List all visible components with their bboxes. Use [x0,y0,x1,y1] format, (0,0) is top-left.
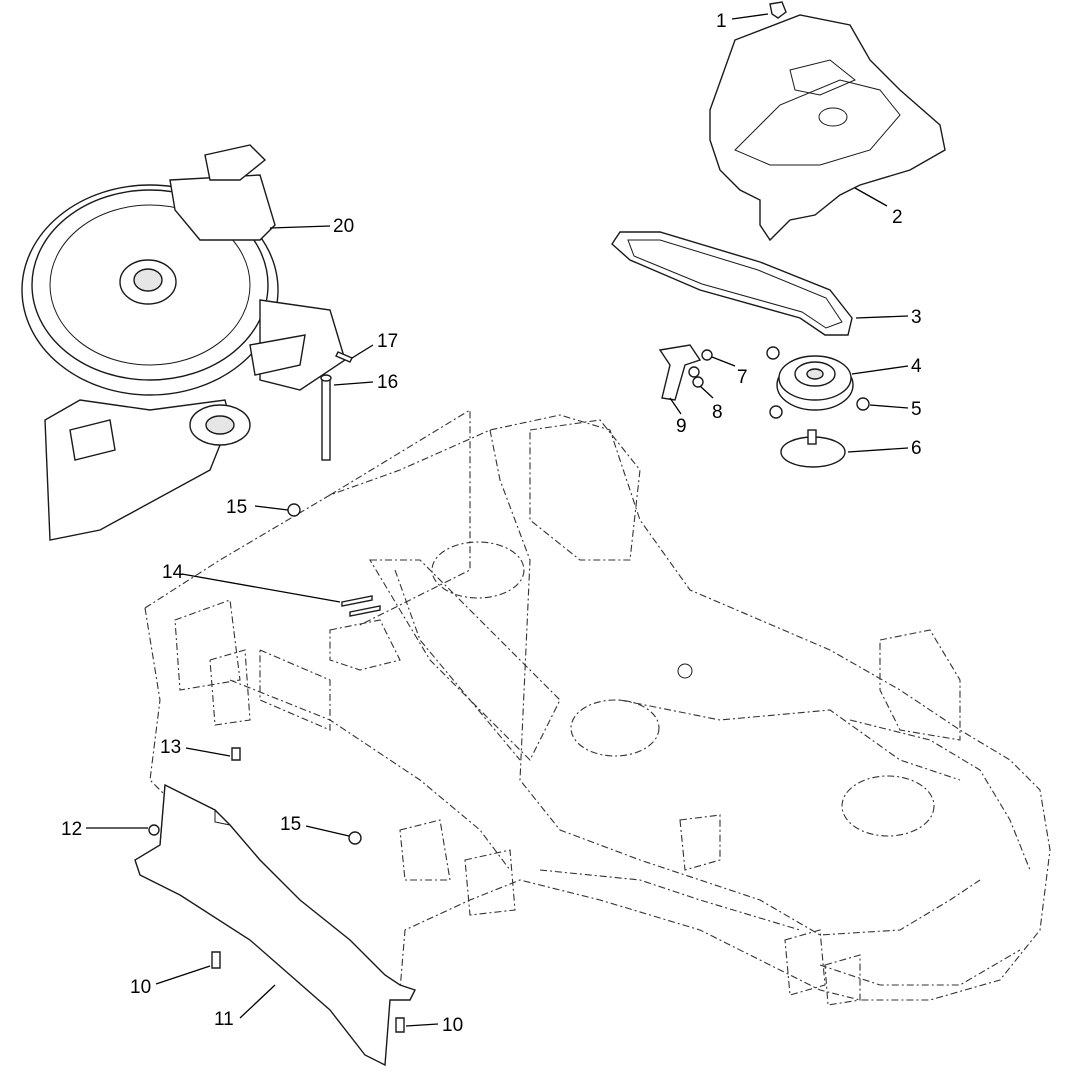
callout-12: 12 [61,819,82,840]
callout-6: 6 [911,438,922,459]
drive-belt [611,231,853,336]
callout-13: 13 [160,737,181,758]
callout-17: 17 [377,331,398,352]
leader-lines [86,13,909,1027]
callout-10-right: 10 [442,1015,463,1036]
callout-15-bottom: 15 [280,814,301,835]
deck-hardware [148,503,381,845]
callout-10-left: 10 [130,977,151,998]
callout-2: 2 [892,207,903,228]
callout-5: 5 [911,399,922,420]
callout-11: 11 [214,1009,234,1030]
cover-knob [769,1,787,19]
callout-labels: 1 2 3 4 5 6 7 8 9 10 10 11 12 13 14 15 1… [61,11,922,1036]
pulley [776,355,854,411]
side-baffle [134,783,416,1067]
mower-deck-outline [144,409,1051,1006]
callout-16: 16 [377,372,398,393]
callout-8: 8 [712,402,723,423]
belt-guide-bracket [658,344,713,401]
pulley-nuts [766,346,870,419]
deflector-assembly [21,144,346,541]
callout-20: 20 [333,216,354,237]
callout-1: 1 [716,11,727,32]
belt-cover [709,14,946,242]
callout-9: 9 [676,416,687,437]
spacer-plate [780,429,846,468]
callout-4: 4 [911,356,922,377]
baffle-bolts [211,951,405,1033]
pivot-rod [320,374,332,461]
callout-3: 3 [911,307,922,328]
callout-15-top: 15 [226,497,247,518]
callout-7: 7 [737,367,748,388]
spring-pin [335,351,353,363]
callout-14: 14 [162,562,184,583]
